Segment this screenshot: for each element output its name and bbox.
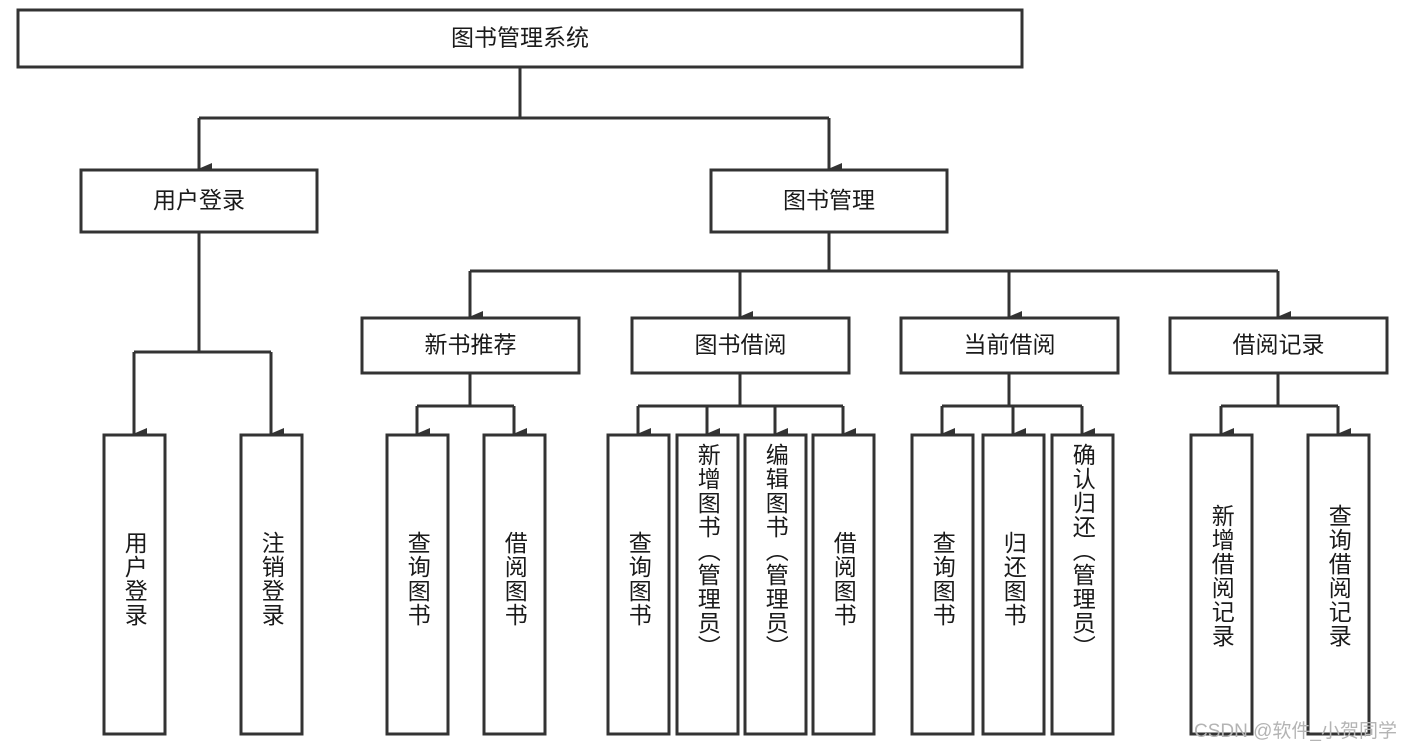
node-label-record: 借阅记录: [1233, 332, 1325, 358]
node-label-bookmgmt: 图书管理: [783, 187, 875, 213]
node-r-query[interactable]: [1306, 433, 1371, 736]
node-c-confirm[interactable]: [1050, 433, 1115, 736]
node-l-login[interactable]: [102, 433, 167, 736]
node-c-return[interactable]: [981, 433, 1046, 736]
node-box-b-edit[interactable]: [743, 433, 808, 736]
node-box-record[interactable]: [1168, 316, 1389, 375]
node-box-n-borrow[interactable]: [482, 433, 547, 736]
node-box-r-query[interactable]: [1306, 433, 1371, 736]
node-box-b-borrow[interactable]: [811, 433, 876, 736]
node-b-query[interactable]: [606, 433, 671, 736]
node-box-bookmgmt[interactable]: [709, 168, 949, 234]
node-borrow[interactable]: 图书借阅: [630, 316, 851, 375]
node-box-n-query[interactable]: [385, 433, 450, 736]
node-box-l-logout[interactable]: [239, 433, 304, 736]
node-b-edit[interactable]: [743, 433, 808, 736]
node-box-c-return[interactable]: [981, 433, 1046, 736]
connector-group-login_to_leaves: [132, 232, 284, 440]
node-label-login: 用户登录: [153, 187, 245, 213]
node-newbook[interactable]: 新书推荐: [360, 316, 581, 375]
node-login[interactable]: 用户登录: [79, 168, 319, 234]
node-b-borrow[interactable]: [811, 433, 876, 736]
connector-group-root_to_level2: [197, 67, 842, 175]
node-box-current[interactable]: [899, 316, 1120, 375]
node-box-c-confirm[interactable]: [1050, 433, 1115, 736]
node-box-b-add[interactable]: [675, 433, 740, 736]
connector-group-borrow_to_leaves: [636, 373, 856, 440]
node-box-r-add[interactable]: [1189, 433, 1254, 736]
node-l-logout[interactable]: [239, 433, 304, 736]
node-n-borrow[interactable]: [482, 433, 547, 736]
connector-group-newbook_to_leaves: [415, 373, 527, 440]
node-label-borrow: 图书借阅: [695, 332, 787, 358]
connector-group-bookmgmt_to_level3: [468, 232, 1291, 323]
node-box-login[interactable]: [79, 168, 319, 234]
node-bookmgmt[interactable]: 图书管理: [709, 168, 949, 234]
node-n-query[interactable]: [385, 433, 450, 736]
node-root[interactable]: 图书管理系统: [16, 8, 1024, 69]
node-box-b-query[interactable]: [606, 433, 671, 736]
node-box-l-login[interactable]: [102, 433, 167, 736]
node-label-root: 图书管理系统: [451, 25, 589, 51]
node-b-add[interactable]: [675, 433, 740, 736]
node-box-c-query[interactable]: [910, 433, 975, 736]
node-box-borrow[interactable]: [630, 316, 851, 375]
connector-group-record_to_leaves: [1219, 373, 1351, 440]
connector-group-current_to_leaves: [940, 373, 1095, 440]
node-label-current: 当前借阅: [964, 332, 1056, 358]
node-box-newbook[interactable]: [360, 316, 581, 375]
connector-layer: [132, 67, 1351, 440]
node-c-query[interactable]: [910, 433, 975, 736]
watermark: CSDN @软件_小贺同学: [1194, 721, 1397, 742]
node-box-root[interactable]: [16, 8, 1024, 69]
node-label-newbook: 新书推荐: [425, 332, 517, 358]
node-current[interactable]: 当前借阅: [899, 316, 1120, 375]
node-r-add[interactable]: [1189, 433, 1254, 736]
node-record[interactable]: 借阅记录: [1168, 316, 1389, 375]
